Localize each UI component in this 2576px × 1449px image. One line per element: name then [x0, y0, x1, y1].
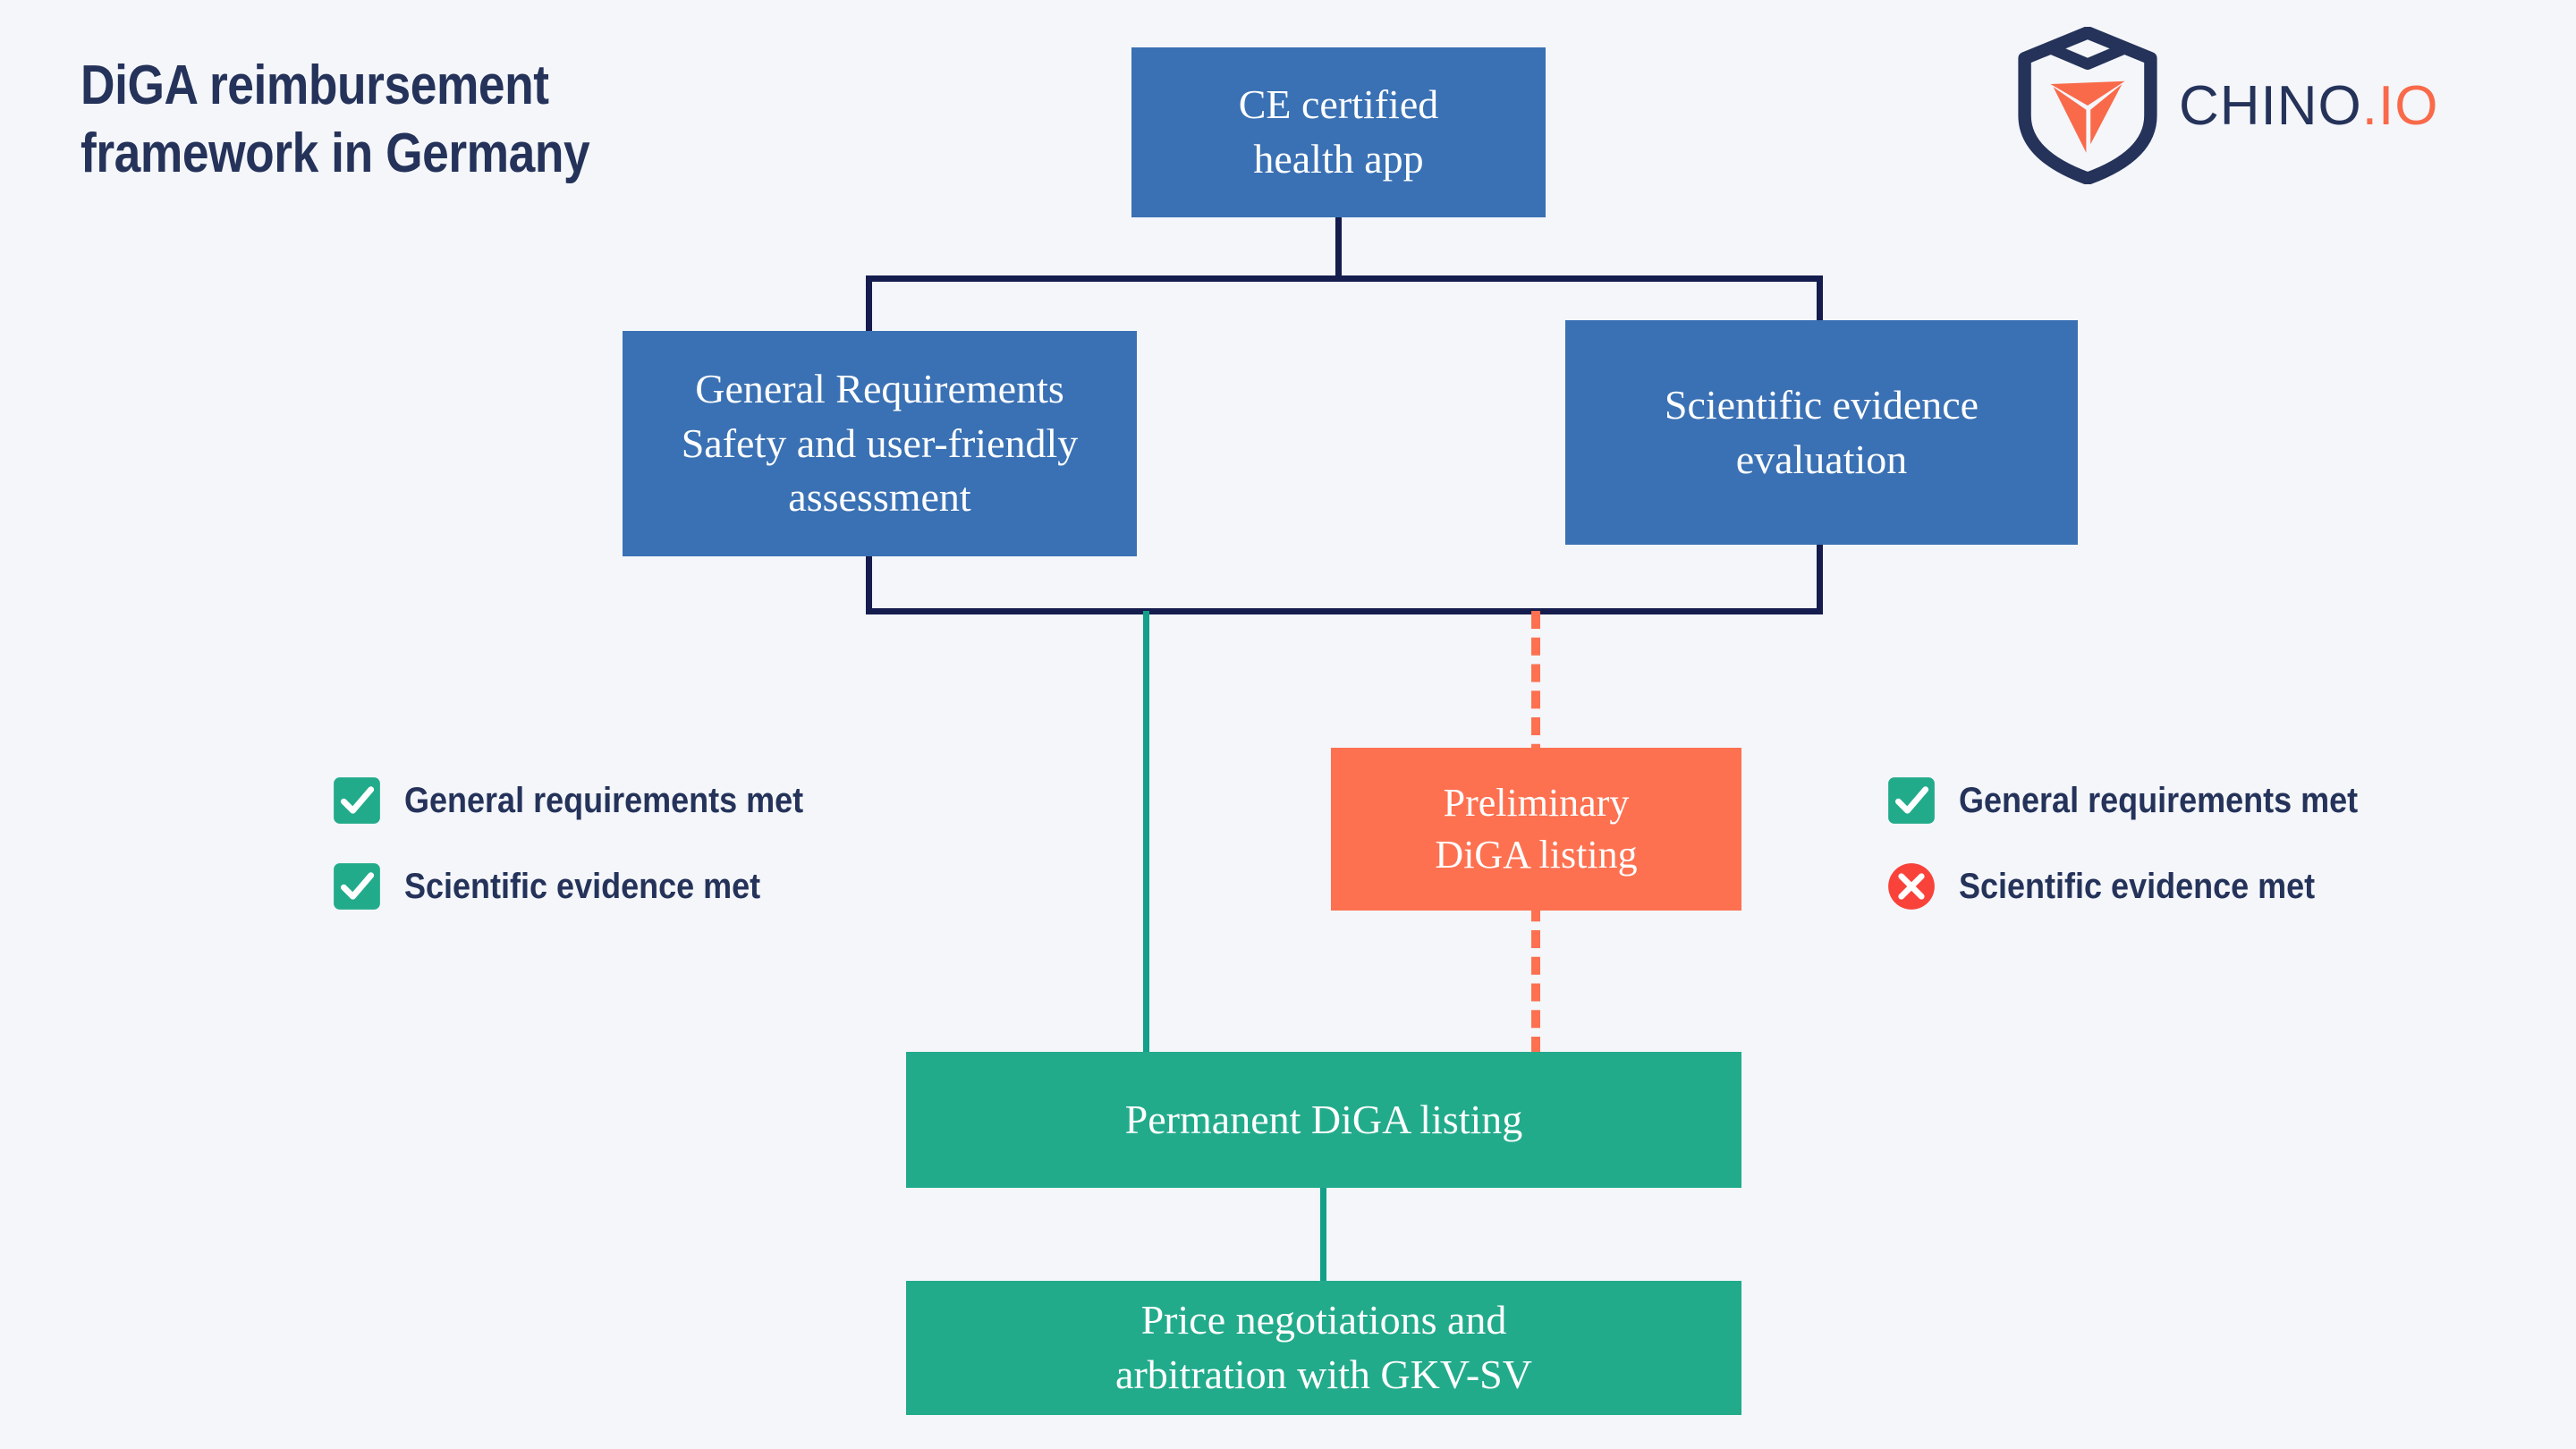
connector-permanent-to-price-negotiations [1320, 1188, 1326, 1284]
check-square-icon [334, 777, 380, 824]
logo-word-io: IO [2378, 74, 2439, 137]
page-title: DiGA reimbursement framework in Germany [80, 52, 773, 187]
legend-item-label: General requirements met [1959, 780, 2359, 820]
connector-top-horizontal-bar [866, 275, 1823, 282]
node-price-negotiations[interactable]: Price negotiations and arbitration with … [906, 1281, 1741, 1415]
logo-wordmark: CHINO.IO [2179, 74, 2438, 138]
connector-scientific-evidence-to-bottom-bar [1817, 541, 1823, 614]
node-general-requirements[interactable]: General Requirements Safety and user-fri… [623, 331, 1137, 556]
legend-item: Scientific evidence met [333, 862, 848, 911]
shield-logo-icon [2018, 27, 2157, 184]
node-scientific-line-2: evaluation [1735, 436, 1908, 482]
node-general-line-2: Safety and user-friendly [681, 419, 1079, 466]
legend-item: General requirements met [1887, 776, 2402, 825]
legend-success-scenario: General requirements met Scientific evid… [333, 776, 848, 948]
connector-down-to-scientific-evidence [1817, 275, 1823, 324]
connector-bottom-horizontal-bar [866, 608, 1823, 614]
legend-item-label: Scientific evidence met [404, 866, 761, 906]
legend-item: General requirements met [333, 776, 848, 825]
node-scientific-line-1: Scientific evidence [1664, 381, 1979, 428]
page-title-line-1: DiGA reimbursement [80, 55, 549, 116]
logo-dot: . [2361, 74, 2379, 137]
node-ce-line-2: health app [1253, 136, 1424, 182]
check-square-icon [1888, 777, 1935, 824]
node-scientific-evidence-evaluation[interactable]: Scientific evidence evaluation [1565, 320, 2078, 545]
page-title-line-2: framework in Germany [80, 122, 590, 184]
node-preliminary-line-2: DiGA listing [1435, 833, 1638, 877]
connector-general-requirements-to-bottom-bar [866, 553, 872, 614]
legend-item-label: General requirements met [404, 780, 804, 820]
node-price-line-2: arbitration with GKV-SV [1115, 1352, 1532, 1397]
node-ce-certified-health-app[interactable]: CE certified health app [1131, 47, 1546, 217]
legend-item: Scientific evidence met [1887, 862, 2402, 911]
cross-circle-icon [1888, 863, 1935, 910]
node-preliminary-line-1: Preliminary [1443, 780, 1630, 825]
chino-io-logo: CHINO.IO [2009, 25, 2528, 186]
node-permanent-diga-listing[interactable]: Permanent DiGA listing [906, 1052, 1741, 1188]
node-general-line-1: General Requirements [695, 365, 1064, 411]
legend-failure-scenario: General requirements met Scientific evid… [1887, 776, 2402, 948]
logo-word-chino: CHINO [2179, 74, 2362, 137]
node-permanent-line-1: Permanent DiGA listing [1124, 1096, 1523, 1142]
node-preliminary-diga-listing[interactable]: Preliminary DiGA listing [1331, 748, 1741, 911]
connector-ce-to-split [1335, 217, 1342, 280]
legend-item-label: Scientific evidence met [1959, 866, 2316, 906]
check-square-icon [334, 863, 380, 910]
node-general-line-3: assessment [788, 474, 971, 521]
connector-down-to-general-requirements [866, 275, 872, 335]
connector-success-path-to-permanent-listing [1143, 611, 1149, 1055]
node-ce-line-1: CE certified [1238, 81, 1439, 128]
node-price-line-1: Price negotiations and [1140, 1297, 1507, 1343]
